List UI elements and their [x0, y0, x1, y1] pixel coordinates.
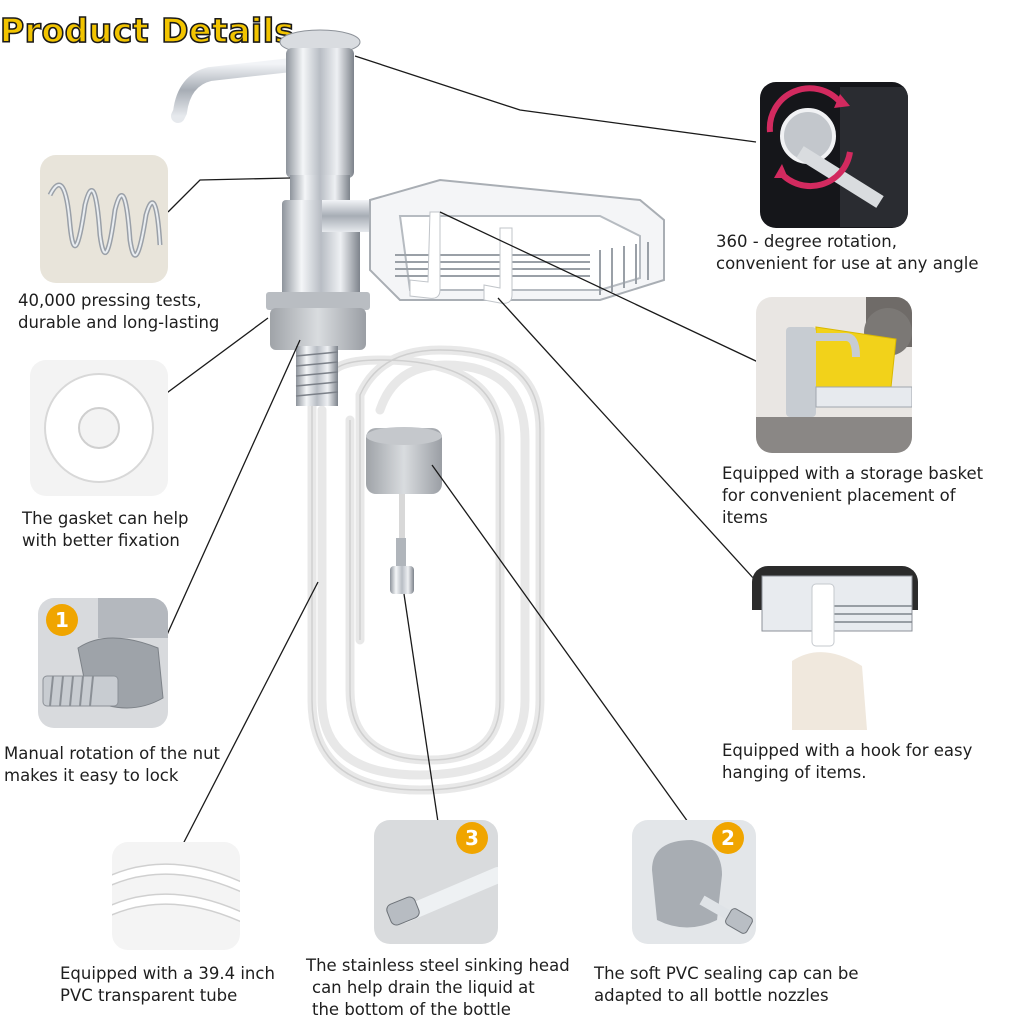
thumb-hook	[752, 566, 918, 730]
thumb-spring	[40, 155, 168, 283]
sealing-cap	[366, 427, 442, 494]
leader-lines	[151, 55, 797, 847]
thumb-storage-basket	[756, 297, 912, 453]
thumb-gasket	[30, 360, 168, 496]
badge-sinking-head: 3	[456, 822, 488, 854]
thumb-sinking-head: 3	[374, 820, 498, 944]
page-title: Product Details	[0, 11, 295, 50]
caption-tube: Equipped with a 39.4 inch PVC transparen…	[60, 964, 275, 1005]
thumb-nut: 1	[38, 598, 168, 728]
caption-hook: Equipped with a hook for easy hanging of…	[722, 741, 973, 782]
caption-gasket: The gasket can help with better fixation	[22, 509, 189, 550]
pvc-tube	[307, 345, 545, 795]
thumb-tube	[112, 842, 240, 950]
pump-body	[286, 48, 354, 178]
caption-sinking-head: The stainless steel sinking head can hel…	[306, 956, 570, 1019]
thumb-rotation	[760, 82, 908, 228]
thumb-sealing-cap: 2	[632, 820, 756, 944]
sinking-head	[390, 538, 414, 594]
spout	[171, 57, 307, 123]
caption-pressing-tests: 40,000 pressing tests, durable and long-…	[18, 291, 220, 332]
caption-rotation: 360 - degree rotation, convenient for us…	[716, 232, 979, 273]
storage-basket	[369, 178, 665, 304]
badge-nut: 1	[46, 604, 78, 636]
nut	[270, 308, 366, 350]
caption-sealing-cap: The soft PVC sealing cap can be adapted …	[594, 964, 859, 1005]
caption-storage-basket: Equipped with a storage basket for conve…	[722, 464, 984, 527]
caption-nut: Manual rotation of the nut makes it easy…	[4, 744, 221, 785]
badge-sealing-cap: 2	[712, 822, 744, 854]
